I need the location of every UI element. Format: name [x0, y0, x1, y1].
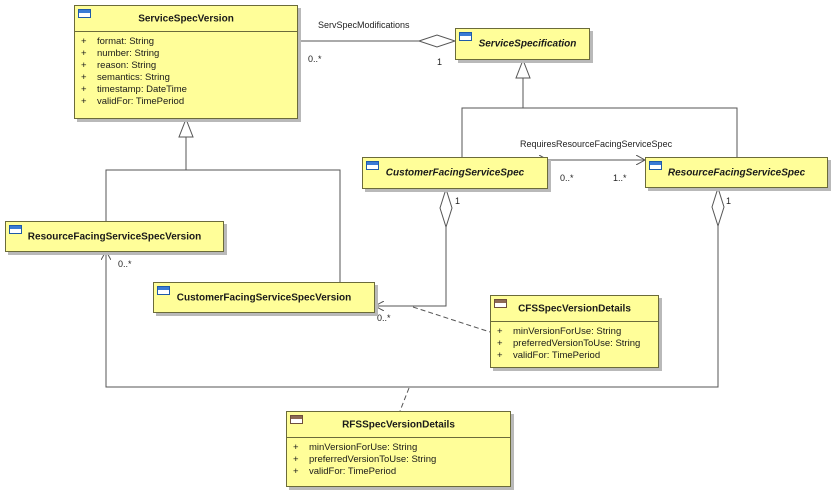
attribute: +validFor: TimePeriod — [81, 96, 185, 107]
rfs-version-aggregation-line[interactable] — [106, 226, 719, 388]
servspecmodifications-aggregation-diamond — [417, 34, 457, 48]
requires-rfs-target-mult: 1..* — [613, 173, 627, 183]
class-name: RFSSpecVersionDetails — [342, 419, 455, 430]
attribute: +reason: String — [81, 60, 157, 71]
class-customer-facing-service-spec[interactable]: CustomerFacingServiceSpec — [362, 157, 548, 189]
servspecmodifications-target-mult: 1 — [437, 57, 443, 67]
attribute-list: +minVersionForUse: String +preferredVers… — [491, 322, 658, 362]
class-icon — [649, 161, 662, 170]
class-icon — [366, 161, 379, 170]
rfs-details-association-link[interactable] — [399, 387, 410, 412]
class-customer-facing-service-spec-version[interactable]: CustomerFacingServiceSpecVersion — [153, 282, 375, 313]
class-header: ServiceSpecVersion — [75, 6, 297, 32]
generalization-triangle-spec — [515, 58, 531, 79]
rfs-version-aggregation-diamond — [711, 186, 725, 228]
association-class-icon — [290, 415, 303, 424]
attribute-list: +minVersionForUse: String +preferredVers… — [287, 438, 510, 478]
attribute: +semantics: String — [81, 72, 170, 83]
class-name: ServiceSpecVersion — [138, 13, 234, 24]
generalization-line-rfs[interactable] — [523, 107, 738, 160]
attribute-list: +format: String +number: String +reason:… — [75, 32, 297, 108]
attribute: +minVersionForUse: String — [497, 326, 622, 337]
class-rfs-spec-version-details[interactable]: RFSSpecVersionDetails +minVersionForUse:… — [286, 411, 511, 487]
attribute: +format: String — [81, 36, 155, 47]
class-icon — [157, 286, 170, 295]
class-header: CustomerFacingServiceSpec — [363, 158, 547, 188]
class-service-specification[interactable]: ServiceSpecification — [455, 28, 590, 60]
attribute: +validFor: TimePeriod — [497, 350, 601, 361]
requires-rfs-source-mult: 0..* — [560, 173, 574, 183]
generalization-line-rfs-version[interactable] — [105, 137, 187, 222]
class-header: ResourceFacingServiceSpecVersion — [6, 222, 223, 251]
generalization-line-cfs-version[interactable] — [186, 169, 341, 283]
servspecmodifications-source-mult: 0..* — [308, 54, 322, 64]
class-resource-facing-service-spec-version[interactable]: ResourceFacingServiceSpecVersion — [5, 221, 224, 252]
class-resource-facing-service-spec[interactable]: ResourceFacingServiceSpec — [645, 157, 828, 188]
class-header: ResourceFacingServiceSpec — [646, 158, 827, 187]
attribute: +number: String — [81, 48, 160, 59]
generalization-line-cfs[interactable] — [461, 78, 524, 160]
cfs-version-aggregation-line[interactable] — [375, 227, 447, 306]
attribute: +minVersionForUse: String — [293, 442, 418, 453]
class-header: CFSSpecVersionDetails — [491, 296, 658, 322]
class-icon — [9, 225, 22, 234]
cfs-details-association-link[interactable] — [412, 306, 491, 333]
class-name: CFSSpecVersionDetails — [518, 303, 631, 314]
class-header: CustomerFacingServiceSpecVersion — [154, 283, 374, 312]
attribute: +preferredVersionToUse: String — [293, 454, 437, 465]
rfs-versions-target-mult: 0..* — [118, 259, 132, 269]
cfs-versions-target-mult: 0..* — [377, 313, 391, 323]
cfs-version-aggregation-diamond — [439, 187, 453, 229]
attribute: +timestamp: DateTime — [81, 84, 187, 95]
class-cfs-spec-version-details[interactable]: CFSSpecVersionDetails +minVersionForUse:… — [490, 295, 659, 368]
class-header: RFSSpecVersionDetails — [287, 412, 510, 438]
requires-rfs-label: RequiresResourceFacingServiceSpec — [520, 139, 673, 149]
servspecmodifications-label: ServSpecModifications — [318, 20, 410, 30]
class-icon — [459, 32, 472, 41]
class-name: CustomerFacingServiceSpec — [385, 167, 525, 179]
attribute: +validFor: TimePeriod — [293, 466, 397, 477]
cfs-versions-source-mult: 1 — [455, 196, 461, 206]
class-name: ResourceFacingServiceSpecVersion — [27, 231, 202, 242]
class-name: ServiceSpecification — [478, 38, 577, 50]
class-name: CustomerFacingServiceSpecVersion — [176, 292, 352, 303]
class-icon — [78, 9, 91, 18]
attribute: +preferredVersionToUse: String — [497, 338, 641, 349]
class-name: ResourceFacingServiceSpec — [667, 167, 806, 178]
association-class-icon — [494, 299, 507, 308]
class-service-spec-version[interactable]: ServiceSpecVersion +format: String +numb… — [74, 5, 298, 119]
rfs-versions-source-mult: 1 — [726, 196, 732, 206]
class-header: ServiceSpecification — [456, 29, 589, 59]
generalization-triangle-version — [178, 117, 194, 138]
